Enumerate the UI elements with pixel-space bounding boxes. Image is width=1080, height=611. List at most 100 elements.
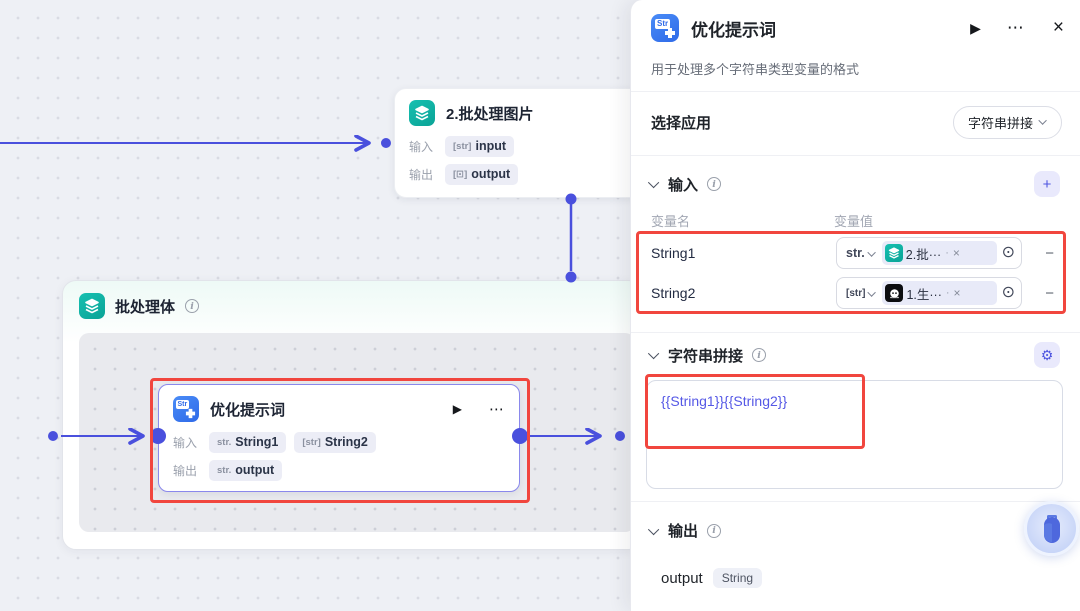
- doubao-app-icon: [885, 284, 904, 302]
- batch-image-node-header: 2.批处理图片: [395, 89, 645, 133]
- reference-chip[interactable]: 1.生··· · ×: [882, 281, 997, 305]
- prompt-node[interactable]: Str 优化提示词 ▶ ⋯ 输入 str. String1 [str] Stri…: [158, 384, 520, 492]
- info-icon[interactable]: i: [707, 523, 722, 538]
- type-icon: [str]: [453, 140, 472, 152]
- input-variable-tag[interactable]: [str] input: [445, 136, 515, 157]
- type-select[interactable]: str.: [846, 246, 865, 260]
- prompt-node-title: 优化提示词: [210, 401, 286, 419]
- type-icon: [str]: [302, 436, 321, 448]
- column-value-label: 变量值: [834, 214, 874, 229]
- concat-section-header: 字符串拼接 i ⚙: [647, 342, 1060, 368]
- input-section-header: 输入 i +: [647, 171, 1060, 197]
- collapse-chevron-icon[interactable]: [647, 347, 660, 360]
- dot-separator: ·: [945, 287, 950, 299]
- clear-reference-icon[interactable]: ×: [953, 286, 961, 300]
- port-batch-body-top[interactable]: [565, 271, 577, 283]
- info-icon[interactable]: i: [752, 348, 767, 362]
- port-batch-body-start[interactable]: [48, 431, 58, 441]
- prompt-node-header: Str 优化提示词 ▶ ⋯: [159, 385, 519, 429]
- concat-settings-button[interactable]: ⚙: [1034, 342, 1060, 368]
- app-select-value: 字符串拼接: [967, 115, 1033, 131]
- layers-icon: [884, 244, 903, 262]
- collapse-chevron-icon[interactable]: [647, 176, 660, 189]
- value-control[interactable]: [str] 1.生··· · × ⊙: [836, 277, 1022, 309]
- clear-reference-icon[interactable]: ×: [952, 246, 960, 260]
- run-node-button[interactable]: ▶: [452, 402, 462, 416]
- concat-section-title: 字符串拼接: [668, 347, 744, 365]
- chevron-down-icon: [867, 248, 876, 257]
- value-settings-icon[interactable]: ⊙: [1001, 244, 1015, 261]
- output-row-label: 输出: [409, 168, 434, 182]
- port-batch-image-bottom[interactable]: [565, 193, 577, 205]
- output-row-label: 输出: [173, 464, 198, 478]
- column-name-label: 变量名: [651, 214, 691, 229]
- divider: [631, 332, 1080, 333]
- input-row-string1: String1 str. 2.批··· · × ⊙ −: [651, 237, 1066, 269]
- chevron-down-icon: [1038, 116, 1047, 125]
- divider: [631, 91, 1080, 92]
- output-row: output String: [661, 568, 763, 588]
- node-more-button[interactable]: ⋯: [489, 401, 505, 418]
- variable-name: output: [471, 167, 511, 181]
- dot-separator: ·: [945, 247, 949, 259]
- panel-title: 优化提示词: [691, 20, 776, 40]
- select-app-row: 选择应用 字符串拼接: [651, 103, 1062, 141]
- value-settings-icon[interactable]: ⊙: [1001, 284, 1015, 301]
- variable-name: String1: [651, 245, 696, 261]
- batch-image-node-title: 2.批处理图片: [446, 105, 534, 123]
- close-panel-button[interactable]: ×: [1052, 17, 1064, 38]
- app-select-dropdown[interactable]: 字符串拼接: [952, 105, 1062, 139]
- add-input-button[interactable]: +: [1034, 171, 1060, 197]
- node-input-row: 输入 str. String1 [str] String2: [159, 429, 519, 457]
- type-select[interactable]: [str]: [846, 287, 866, 299]
- info-icon[interactable]: i: [707, 177, 722, 191]
- node-output-row: 输出 str. output: [159, 457, 519, 485]
- remove-row-button[interactable]: −: [1045, 284, 1054, 302]
- port-batch-body-end[interactable]: [615, 431, 625, 441]
- input-row-label: 输入: [173, 436, 198, 450]
- expression-editor[interactable]: {{String1}}{{String2}}: [646, 380, 1063, 489]
- output-section-title: 输出: [668, 523, 699, 540]
- str-badge: Str: [176, 400, 189, 409]
- remove-row-button[interactable]: −: [1045, 244, 1054, 262]
- variable-name: input: [475, 139, 507, 153]
- batch-body-header: 批处理体 i: [63, 281, 641, 331]
- batch-body-title: 批处理体: [115, 298, 176, 316]
- input-row-label: 输入: [409, 140, 434, 154]
- port-prompt-node-input[interactable]: [150, 428, 166, 444]
- select-app-label: 选择应用: [651, 114, 712, 132]
- run-button[interactable]: ▶: [970, 19, 981, 36]
- collapse-chevron-icon[interactable]: [647, 523, 660, 535]
- more-menu-button[interactable]: ⋯: [1006, 18, 1025, 37]
- input-variable-tag[interactable]: [str] String2: [294, 432, 376, 453]
- reference-label: 2.批···: [905, 247, 942, 262]
- input-columns: 变量名 变量值: [651, 211, 1060, 230]
- panel-subtitle: 用于处理多个字符串类型变量的格式: [651, 62, 860, 77]
- reference-label: 1.生···: [906, 287, 942, 302]
- output-variable-tag[interactable]: [⊡] output: [445, 164, 519, 185]
- variable-name: output: [235, 463, 275, 477]
- reference-chip[interactable]: 2.批··· · ×: [881, 241, 997, 265]
- plugin-helper-button[interactable]: [1024, 501, 1079, 556]
- output-variable-tag[interactable]: str. output: [209, 460, 283, 481]
- input-variable-tag[interactable]: str. String1: [209, 432, 287, 453]
- output-type-badge: String: [712, 568, 763, 588]
- input-section-title: 输入: [668, 176, 699, 194]
- string-plugin-icon: Str: [173, 396, 199, 422]
- batch-image-node[interactable]: 2.批处理图片 输入 [str] input 输出 [⊡] output: [394, 88, 646, 198]
- type-icon: [⊡]: [453, 168, 468, 180]
- input-row-string2: String2 [str] 1.生··· · × ⊙ −: [651, 277, 1066, 309]
- info-icon[interactable]: i: [185, 299, 200, 313]
- port-batch-image-input[interactable]: [381, 138, 391, 148]
- type-icon: str.: [217, 436, 232, 448]
- panel-header: Str 优化提示词 ▶ ⋯ ×: [651, 14, 1064, 42]
- value-control[interactable]: str. 2.批··· · × ⊙: [836, 237, 1022, 269]
- node-output-row: 输出 [⊡] output: [395, 161, 645, 189]
- string-plugin-icon: Str: [651, 14, 679, 42]
- str-badge: Str: [655, 19, 671, 29]
- expression-text: {{String1}}{{String2}}: [661, 393, 788, 409]
- port-prompt-node-output[interactable]: [512, 428, 528, 444]
- config-panel: Str 优化提示词 ▶ ⋯ × 用于处理多个字符串类型变量的格式 选择应用 字符…: [630, 0, 1080, 611]
- output-section-header: 输出 i: [647, 520, 1060, 541]
